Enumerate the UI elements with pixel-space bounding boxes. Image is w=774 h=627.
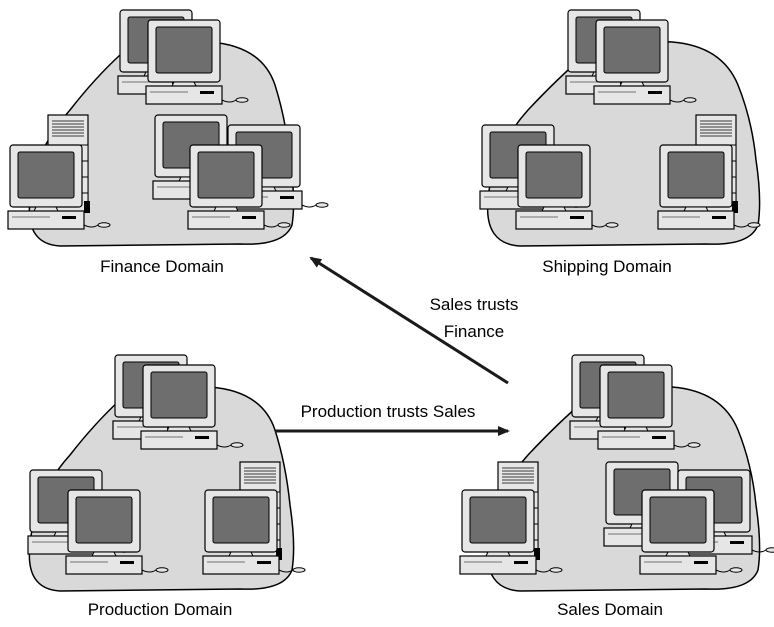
trust-label-sales-finance-line2: Finance (444, 322, 504, 341)
production-domain: Production Domain (27, 354, 306, 619)
shipping-domain-label: Shipping Domain (542, 257, 671, 276)
production-domain-label: Production Domain (88, 600, 233, 619)
finance-domain: Finance Domain (7, 9, 329, 276)
trust-label-production-sales: Production trusts Sales (301, 402, 476, 421)
finance-domain-label: Finance Domain (100, 257, 224, 276)
shipping-domain: Shipping Domain (479, 9, 761, 276)
sales-domain: Sales Domain (459, 354, 774, 619)
sales-domain-label: Sales Domain (557, 600, 663, 619)
trust-label-sales-finance-line1: Sales trusts (430, 295, 519, 314)
trust-arrow-sales-to-finance (309, 256, 509, 385)
